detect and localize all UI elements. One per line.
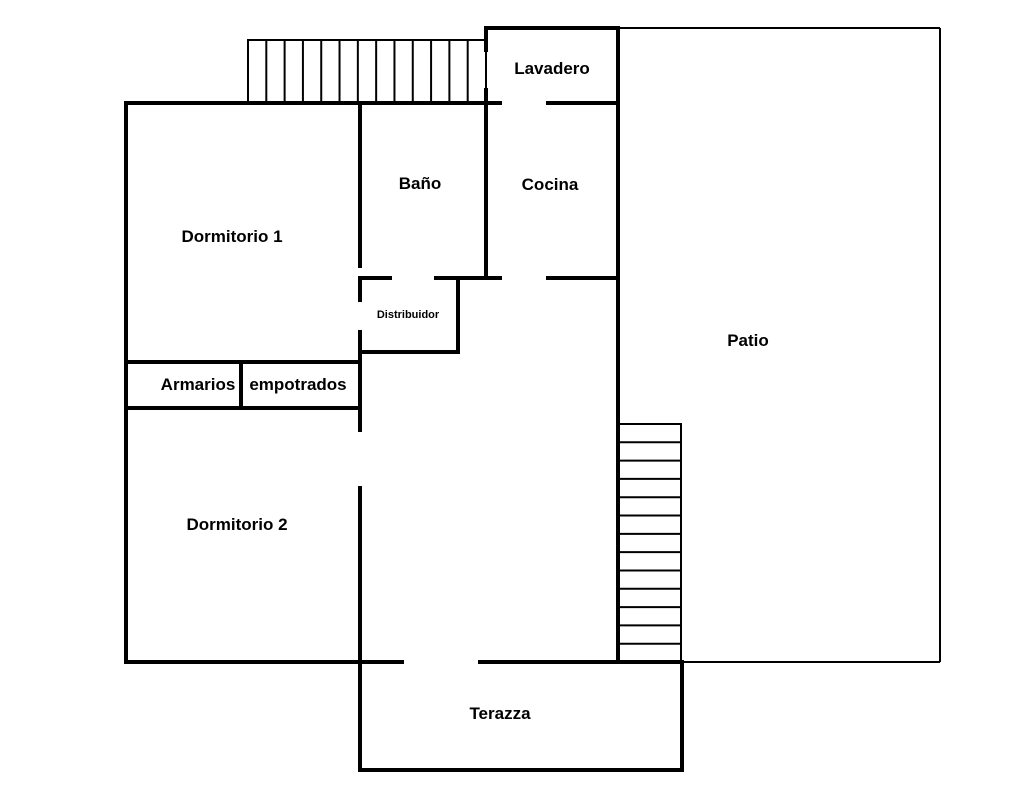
room-label-patio: Patio — [727, 331, 769, 350]
room-label-lavadero: Lavadero — [514, 59, 590, 78]
room-label-empotrados: empotrados — [249, 375, 346, 394]
exterior-walls — [124, 26, 684, 664]
lavadero-walls — [484, 26, 620, 105]
room-label-cocina: Cocina — [522, 175, 579, 194]
patio-outline — [618, 27, 941, 663]
room-label-bano: Baño — [399, 174, 442, 193]
interior-walls — [124, 101, 620, 664]
terazza-walls — [358, 660, 684, 772]
room-label-dormitorio-2: Dormitorio 2 — [186, 515, 287, 534]
room-label-distribuidor: Distribuidor — [377, 309, 440, 321]
room-label-dormitorio-1: Dormitorio 1 — [181, 227, 282, 246]
room-label-terazza: Terazza — [469, 704, 531, 723]
room-label-armarios: Armarios — [161, 375, 236, 394]
stairs-right — [618, 423, 682, 663]
stairs-top — [247, 39, 487, 104]
